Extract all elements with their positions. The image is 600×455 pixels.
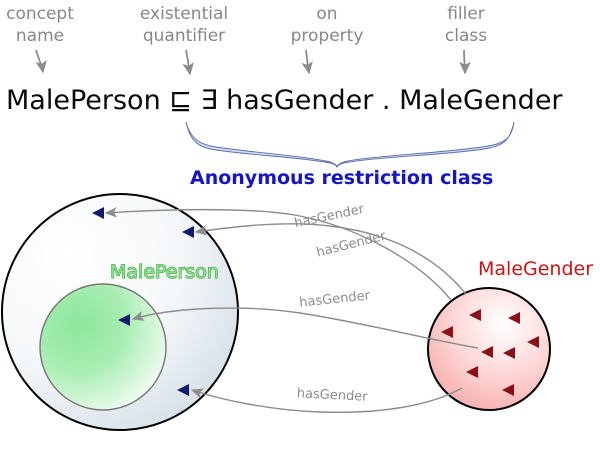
formula: MalePerson ⊑ ∃ hasGender . MaleGender bbox=[6, 85, 563, 116]
brace-shape bbox=[185, 121, 515, 169]
annotation-concept-name-line2: name bbox=[16, 26, 64, 46]
has-gender-edge-3 bbox=[131, 307, 479, 349]
annotation-concept-name-line1: concept bbox=[6, 4, 74, 24]
male-person-circle bbox=[39, 283, 167, 411]
individual-marker bbox=[177, 384, 189, 396]
annotation-concept-name: concept name bbox=[6, 4, 74, 74]
has-gender-edge-2 bbox=[194, 223, 467, 295]
annotation-existential-quantifier-line2: quantifier bbox=[143, 26, 225, 46]
individual-marker bbox=[508, 312, 520, 324]
annotation-on-property: on property bbox=[291, 4, 364, 75]
individual-marker bbox=[441, 326, 453, 338]
right-individual-markers bbox=[441, 309, 539, 396]
individual-marker bbox=[469, 309, 481, 321]
has-gender-edge-4 bbox=[190, 387, 463, 413]
has-gender-label-3: hasGender bbox=[299, 288, 372, 310]
annotation-on-property-line1: on bbox=[316, 4, 337, 24]
has-gender-label-4: hasGender bbox=[296, 386, 368, 405]
formula-text: MalePerson ⊑ ∃ hasGender . MaleGender bbox=[6, 85, 563, 116]
individual-marker bbox=[527, 336, 539, 348]
has-gender-label-2: hasGender bbox=[315, 229, 388, 261]
male-person-label: MalePerson bbox=[110, 261, 219, 283]
annotation-on-property-line2: property bbox=[291, 26, 364, 46]
individual-marker bbox=[503, 347, 515, 359]
individual-marker bbox=[502, 384, 514, 396]
annotation-on-property-arrow bbox=[301, 49, 313, 75]
annotation-filler-class: filler class bbox=[445, 4, 487, 75]
individual-marker bbox=[118, 314, 130, 326]
has-gender-edge-1 bbox=[104, 207, 452, 301]
individual-marker bbox=[481, 346, 493, 358]
annotation-existential-quantifier: existential quantifier bbox=[140, 4, 228, 76]
annotation-filler-class-arrow bbox=[459, 49, 471, 75]
individual-marker bbox=[92, 207, 104, 219]
annotation-filler-class-line1: filler bbox=[447, 4, 485, 24]
annotation-filler-class-line2: class bbox=[445, 26, 487, 46]
individual-marker bbox=[466, 366, 478, 378]
has-gender-edges bbox=[104, 207, 479, 413]
annotation-existential-quantifier-arrow bbox=[182, 49, 194, 76]
has-gender-label-1: hasGender bbox=[293, 202, 366, 232]
left-individual-markers bbox=[92, 207, 194, 396]
has-gender-edge-labels: hasGender hasGender hasGender hasGender bbox=[293, 202, 388, 405]
individual-marker bbox=[182, 226, 194, 238]
male-gender-label: MaleGender bbox=[478, 258, 593, 280]
anonymous-restriction-class-label: Anonymous restriction class bbox=[190, 167, 493, 189]
anonymous-restriction-brace: Anonymous restriction class bbox=[185, 121, 515, 189]
annotation-existential-quantifier-line1: existential bbox=[140, 4, 228, 24]
annotation-concept-name-arrow bbox=[35, 49, 47, 74]
